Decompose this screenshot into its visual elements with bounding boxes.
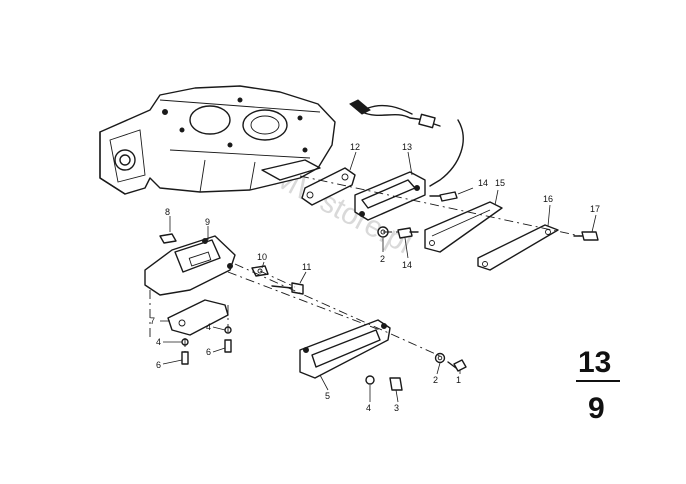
nut-8 (159, 233, 177, 244)
callout-4-b: 4 (156, 337, 161, 347)
part-7-clip (167, 299, 229, 336)
screw-14-upper (429, 191, 458, 202)
callout-11: 11 (302, 262, 311, 272)
callout-8: 8 (165, 207, 170, 217)
carburetor-body (99, 85, 336, 195)
screw-3 (389, 377, 403, 391)
callout-7: 7 (150, 316, 155, 326)
callout-6-b: 6 (156, 360, 161, 370)
callout-14-upper: 14 (478, 178, 488, 188)
callout-16: 16 (543, 194, 553, 204)
callout-15: 15 (495, 178, 505, 188)
group-sub-number: 9 (588, 392, 605, 425)
callout-4-a: 4 (206, 322, 211, 332)
washer-4-c (365, 375, 375, 385)
screw-1 (447, 359, 467, 372)
washer-2-lower (434, 352, 446, 364)
callouts: 8 9 10 11 12 13 14 15 16 17 2 14 7 4 4 6… (150, 142, 600, 413)
callout-13: 13 (402, 142, 412, 152)
part-5-plate (299, 319, 391, 379)
callout-4-c: 4 (366, 403, 371, 413)
screw-6-b (181, 351, 189, 365)
part-16-cover (477, 224, 559, 271)
screw-17 (573, 231, 599, 241)
screw-6-a (224, 339, 232, 353)
screw-11 (271, 282, 304, 295)
group-number: 13 9 (576, 346, 620, 425)
callout-2-upper: 2 (380, 254, 385, 264)
part-12-gasket (301, 167, 356, 206)
callout-9: 9 (205, 217, 210, 227)
assembly-lines (149, 175, 581, 357)
leader-lines (160, 151, 597, 403)
screw-14-lower (397, 227, 419, 239)
callout-5: 5 (325, 391, 330, 401)
callout-10: 10 (257, 252, 267, 262)
callout-1: 1 (456, 375, 461, 385)
group-main-number: 13 (578, 346, 611, 379)
callout-6-a: 6 (206, 347, 211, 357)
callout-17: 17 (590, 204, 600, 214)
part-15-cover (424, 201, 503, 253)
callout-14-lower: 14 (402, 260, 412, 270)
callout-12: 12 (350, 142, 360, 152)
callout-3: 3 (394, 403, 399, 413)
part-9-bracket (144, 235, 236, 296)
callout-2-lower: 2 (433, 375, 438, 385)
part-13-housing (354, 171, 426, 221)
wire-harness (349, 99, 464, 187)
